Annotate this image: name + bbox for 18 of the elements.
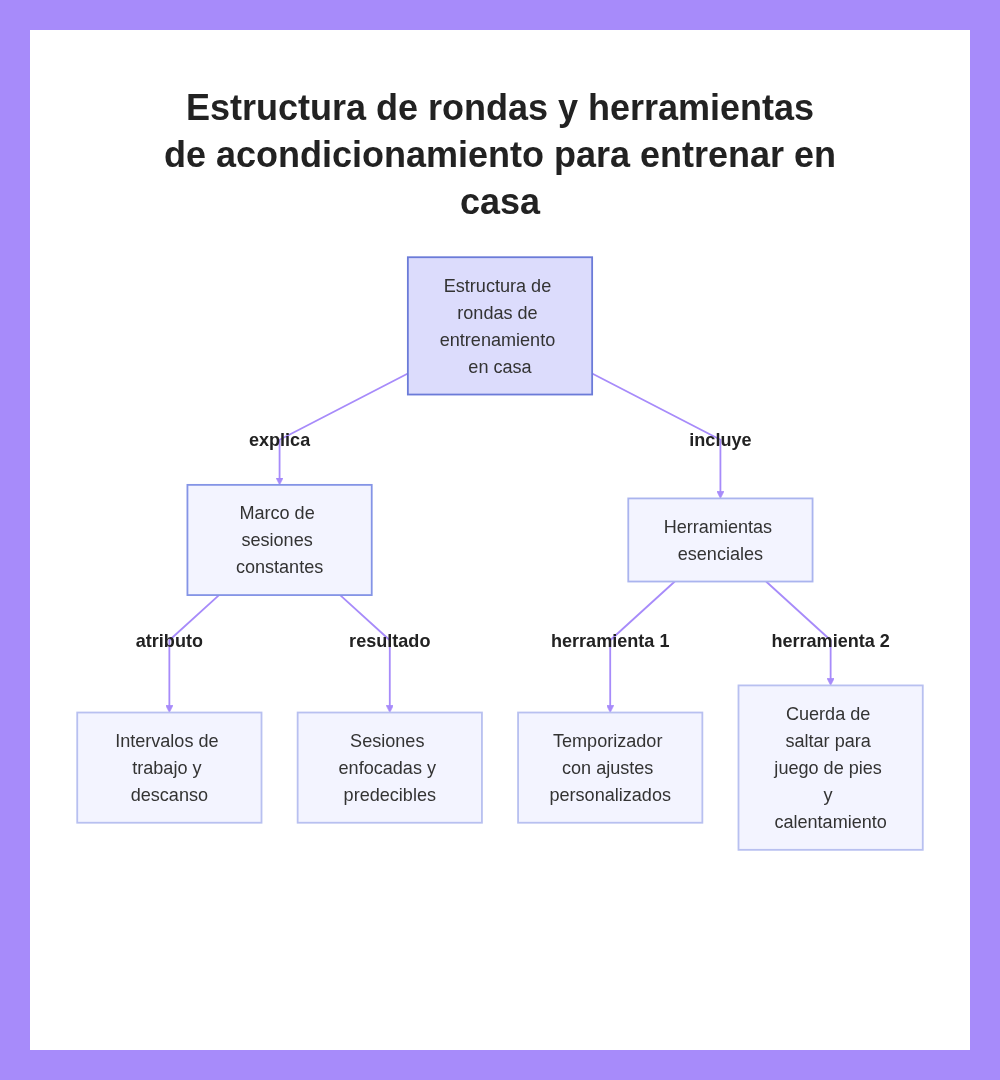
- edge-label: herramienta 2: [771, 630, 890, 651]
- node-box: Temporizador con ajustes personalizados: [517, 712, 704, 825]
- edge-label: atributo: [135, 630, 203, 651]
- node-box: Cuerda de saltar para juego de pies y calentamiento: [737, 684, 924, 852]
- node-box: Sesiones enfocadas y predecibles: [296, 712, 483, 825]
- node-box: Marco de sesiones constantes: [186, 484, 373, 597]
- node-box: Estructura de rondas de entrenamiento en casa: [406, 256, 594, 396]
- arrow: [765, 581, 835, 687]
- edge-label: herramienta 1: [550, 630, 670, 651]
- diagram-title: Estructura de rondas y herramientas de acondicionamiento para entrenar en casa: [162, 86, 838, 224]
- arrow: [606, 581, 676, 714]
- edge-label: resultado: [349, 630, 431, 651]
- arrow: [165, 594, 220, 714]
- edge-label: incluye: [689, 430, 752, 451]
- node-box: Intervalos de trabajo y descanso: [76, 712, 263, 825]
- arrow: [339, 594, 394, 714]
- edge-label: explica: [248, 430, 311, 451]
- node-box: Herramientas esenciales: [627, 497, 814, 583]
